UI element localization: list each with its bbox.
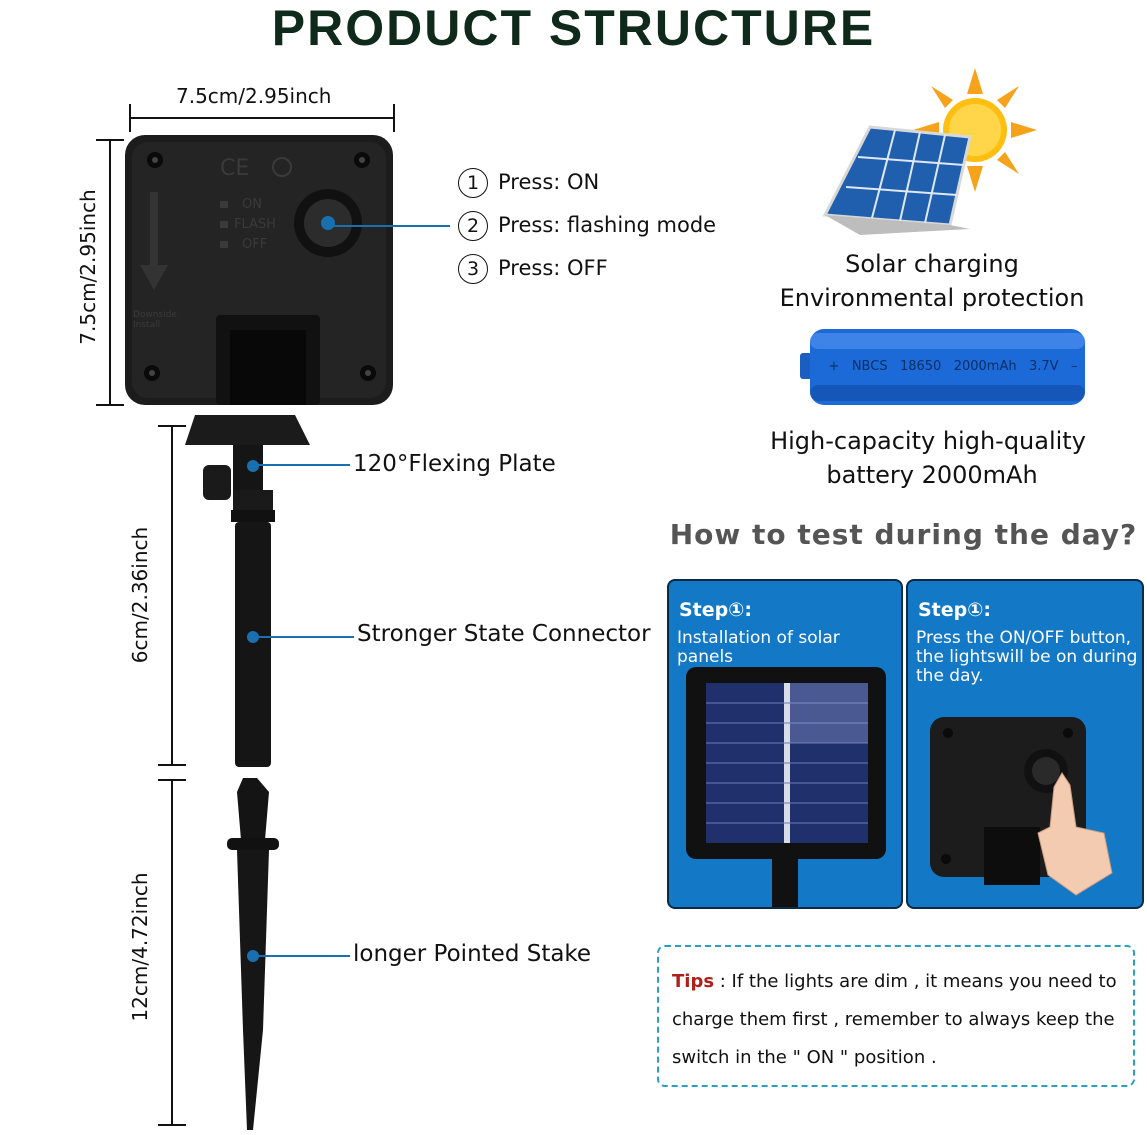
dimension-lines bbox=[96, 104, 395, 1126]
dim-connector-label: 6cm/2.36inch bbox=[128, 526, 152, 664]
step-panel-1-desc: Installation of solar panels bbox=[677, 628, 840, 667]
step-panel-1-title: Step①: bbox=[679, 599, 752, 621]
battery-label: + NBCS 18650 2000mAh 3.7V – bbox=[828, 359, 1078, 374]
tips-box bbox=[657, 945, 1135, 1087]
press-step-text: Press: ON bbox=[498, 170, 600, 194]
step-number: 2 bbox=[458, 211, 488, 241]
box-on-label: ON bbox=[242, 197, 262, 212]
solar-panel-image bbox=[686, 667, 886, 907]
step-number: 3 bbox=[458, 254, 488, 284]
battery-line-1: High-capacity high-quality bbox=[770, 427, 1086, 455]
press-step-3: 3 Press: OFF bbox=[458, 254, 608, 284]
step-panel-2: Step①: Press the ON/OFF button, the ligh… bbox=[906, 579, 1144, 909]
control-box: CE bbox=[125, 135, 393, 405]
solar-line-1: Solar charging bbox=[845, 250, 1019, 278]
box-off-label: OFF bbox=[242, 237, 268, 252]
solar-sun-icon bbox=[822, 68, 1037, 235]
step-panel-1: Step①: Installation of solar panels bbox=[667, 579, 903, 909]
step-panel-2-title: Step①: bbox=[918, 599, 991, 621]
solar-line-2: Environmental protection bbox=[779, 284, 1085, 312]
dim-box-height-label: 7.5cm/2.95inch bbox=[76, 189, 100, 345]
step-panel-2-desc: Press the ON/OFF button, the lightswill … bbox=[916, 628, 1138, 686]
part-label-connector: Stronger State Connector bbox=[357, 621, 651, 647]
step-number: 1 bbox=[458, 168, 488, 198]
page-title: PRODUCT STRUCTURE bbox=[271, 0, 876, 56]
battery-icon bbox=[800, 329, 1085, 405]
how-to-test-heading: How to test during the day? bbox=[669, 518, 1138, 551]
battery-line-2: battery 2000mAh bbox=[826, 461, 1038, 489]
press-step-text: Press: OFF bbox=[498, 256, 608, 280]
button-pointer-line bbox=[330, 225, 450, 227]
part-label-plate: 120°Flexing Plate bbox=[353, 451, 556, 477]
part-pointer-lines bbox=[256, 464, 354, 957]
press-button-image bbox=[930, 717, 1113, 896]
tips-body: : If the lights are dim , it means you n… bbox=[672, 971, 1117, 1068]
svg-text:CE: CE bbox=[220, 156, 249, 181]
dim-width-label: 7.5cm/2.95inch bbox=[176, 84, 332, 108]
tips-label: Tips bbox=[672, 971, 715, 992]
dim-stake-label: 12cm/4.72inch bbox=[128, 872, 152, 1022]
box-flash-label: FLASH bbox=[234, 217, 276, 232]
press-step-text: Press: flashing mode bbox=[498, 213, 717, 237]
press-step-2: 2 Press: flashing mode bbox=[458, 211, 716, 241]
box-install-label: Downside Install bbox=[133, 310, 177, 330]
press-step-1: 1 Press: ON bbox=[458, 168, 599, 198]
part-label-stake: longer Pointed Stake bbox=[353, 941, 592, 967]
stake-assembly bbox=[185, 415, 310, 1130]
tips-text: Tips : If the lights are dim , it means … bbox=[672, 963, 1127, 1077]
